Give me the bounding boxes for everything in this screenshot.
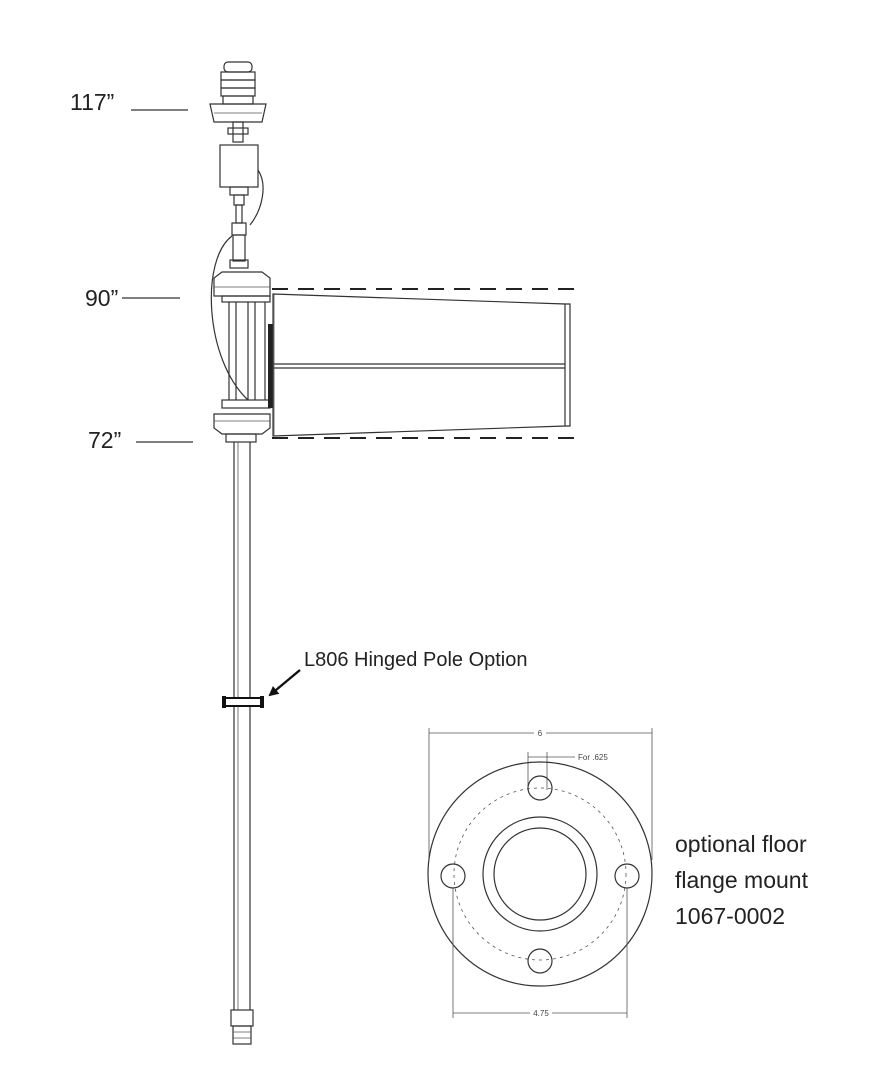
flange-caption-line3: 1067-0002 <box>675 903 785 929</box>
upper-collar <box>213 271 271 303</box>
swivel-bar <box>268 324 273 408</box>
bolt-circle <box>453 787 627 961</box>
flange-hub-ring <box>482 816 598 932</box>
junction-box <box>219 144 264 226</box>
bolt-hole-left <box>440 863 466 889</box>
flange-outer-ring <box>427 761 653 987</box>
height-label-72: 72” <box>88 427 121 453</box>
dimension-label-475: 4.75 <box>533 1009 549 1018</box>
hinge-bracket <box>222 696 264 708</box>
floor-flange-drawing: 6 For .625 4.75 <box>427 728 653 1018</box>
dimension-label-6: 6 <box>538 729 543 738</box>
power-cable <box>210 235 249 401</box>
callout-arrow <box>268 669 301 697</box>
bolt-hole-top <box>527 775 553 801</box>
flange-caption-line2: flange mount <box>675 867 809 893</box>
hole-size-note: For .625 <box>578 753 608 762</box>
windsock <box>272 293 571 437</box>
bolt-hole-bottom <box>527 948 553 974</box>
height-label-117: 117” <box>70 89 114 115</box>
frame-rods <box>228 302 266 400</box>
obstruction-light <box>209 61 267 143</box>
bolt-hole-right <box>614 863 640 889</box>
lower-collar <box>213 399 271 443</box>
height-label-90: 90” <box>85 285 118 311</box>
hinged-pole-callout: L806 Hinged Pole Option <box>304 649 528 671</box>
base-fitting <box>230 1009 254 1045</box>
flange-bore <box>493 827 587 921</box>
upper-mast <box>229 222 249 269</box>
flange-caption-line1: optional floor <box>675 831 807 857</box>
main-pole <box>233 442 251 1010</box>
